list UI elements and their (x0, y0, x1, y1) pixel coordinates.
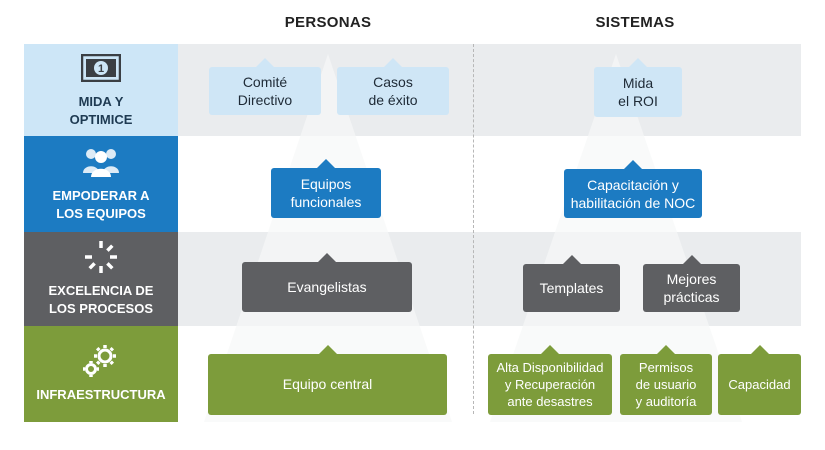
people-icon (80, 145, 122, 179)
gears-icon (81, 344, 121, 378)
column-divider (473, 44, 474, 414)
box-comite-directivo: Comité Directivo (209, 58, 321, 115)
row-label-excelencia: EXCELENCIA DE LOS PROCESOS (24, 232, 178, 326)
box-equipo-central: Equipo central (208, 345, 447, 415)
box-mida-el-roi: Mida el ROI (594, 58, 682, 117)
svg-text:1: 1 (98, 63, 104, 75)
box-mejores-practicas: Mejores prácticas (643, 255, 740, 312)
box-capacitacion: Capacitación y habilitación de NOC (564, 160, 702, 218)
row-title-empoderar: EMPODERAR A LOS EQUIPOS (52, 188, 150, 221)
box-alta-disponibilidad: Alta Disponibilidad y Recuperación ante … (488, 345, 612, 415)
money-icon: 1 (81, 51, 121, 85)
box-capacidad: Capacidad (718, 345, 801, 415)
row-title-infraestructura: INFRAESTRUCTURA (36, 387, 166, 402)
box-casos-de-exito: Casos de éxito (337, 58, 449, 115)
row-title-mida: MIDA Y OPTIMICE (69, 94, 133, 127)
box-templates: Templates (523, 255, 620, 312)
row-label-infraestructura: INFRAESTRUCTURA (24, 326, 178, 422)
header-sistemas: SISTEMAS (595, 14, 675, 31)
process-burst-icon (83, 240, 119, 274)
box-equipos-funcionales: Equipos funcionales (271, 159, 381, 218)
box-evangelistas: Evangelistas (242, 253, 412, 312)
row-title-excelencia: EXCELENCIA DE LOS PROCESOS (48, 283, 154, 316)
header-personas: PERSONAS (284, 14, 372, 31)
row-label-mida: 1 MIDA Y OPTIMICE (24, 44, 178, 136)
row-label-empoderar: EMPODERAR A LOS EQUIPOS (24, 136, 178, 232)
box-permisos: Permisos de usuario y auditoría (620, 345, 712, 415)
